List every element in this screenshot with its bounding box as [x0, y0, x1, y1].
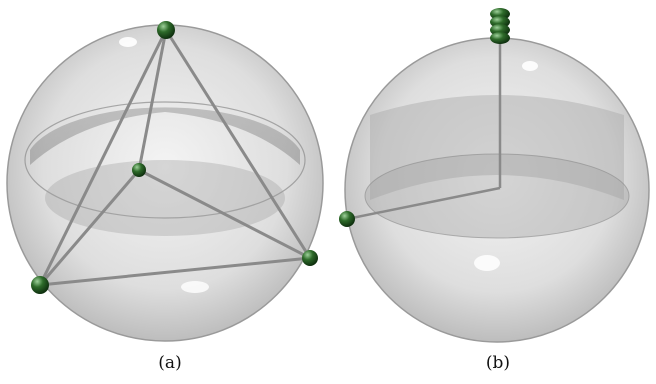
inner-cap-b	[370, 95, 624, 200]
caption-b: (b)	[485, 353, 511, 373]
equator-ring-a	[24, 101, 306, 219]
highlight-a-top	[119, 37, 137, 47]
vertex-left	[31, 276, 49, 294]
edge-top-left	[38, 29, 168, 286]
inner-cap-a	[30, 107, 300, 165]
b-edges	[346, 40, 502, 221]
edge-top-right	[164, 29, 312, 259]
edge-left-right	[39, 256, 311, 287]
vertex-right	[302, 250, 318, 266]
panel-b	[339, 8, 650, 343]
edge-center-left	[38, 169, 141, 286]
highlight-b-top	[522, 61, 538, 71]
edge-left	[346, 186, 501, 221]
vertex-b-left	[339, 211, 355, 227]
equator-ring-b	[364, 153, 630, 239]
stack-point-4	[490, 32, 510, 44]
highlight-b-bottom	[474, 255, 500, 271]
shadow-floor-b	[365, 154, 629, 238]
highlight-a-bottom	[181, 281, 209, 293]
vertex-center	[132, 163, 146, 177]
edge-top-center	[137, 29, 168, 171]
tetrahedron-edges	[38, 29, 312, 287]
panel-a	[6, 21, 324, 342]
vertex-top	[157, 21, 175, 39]
shadow-floor-a	[45, 160, 285, 236]
edge-center-right	[138, 168, 311, 260]
caption-a: (a)	[158, 353, 182, 373]
